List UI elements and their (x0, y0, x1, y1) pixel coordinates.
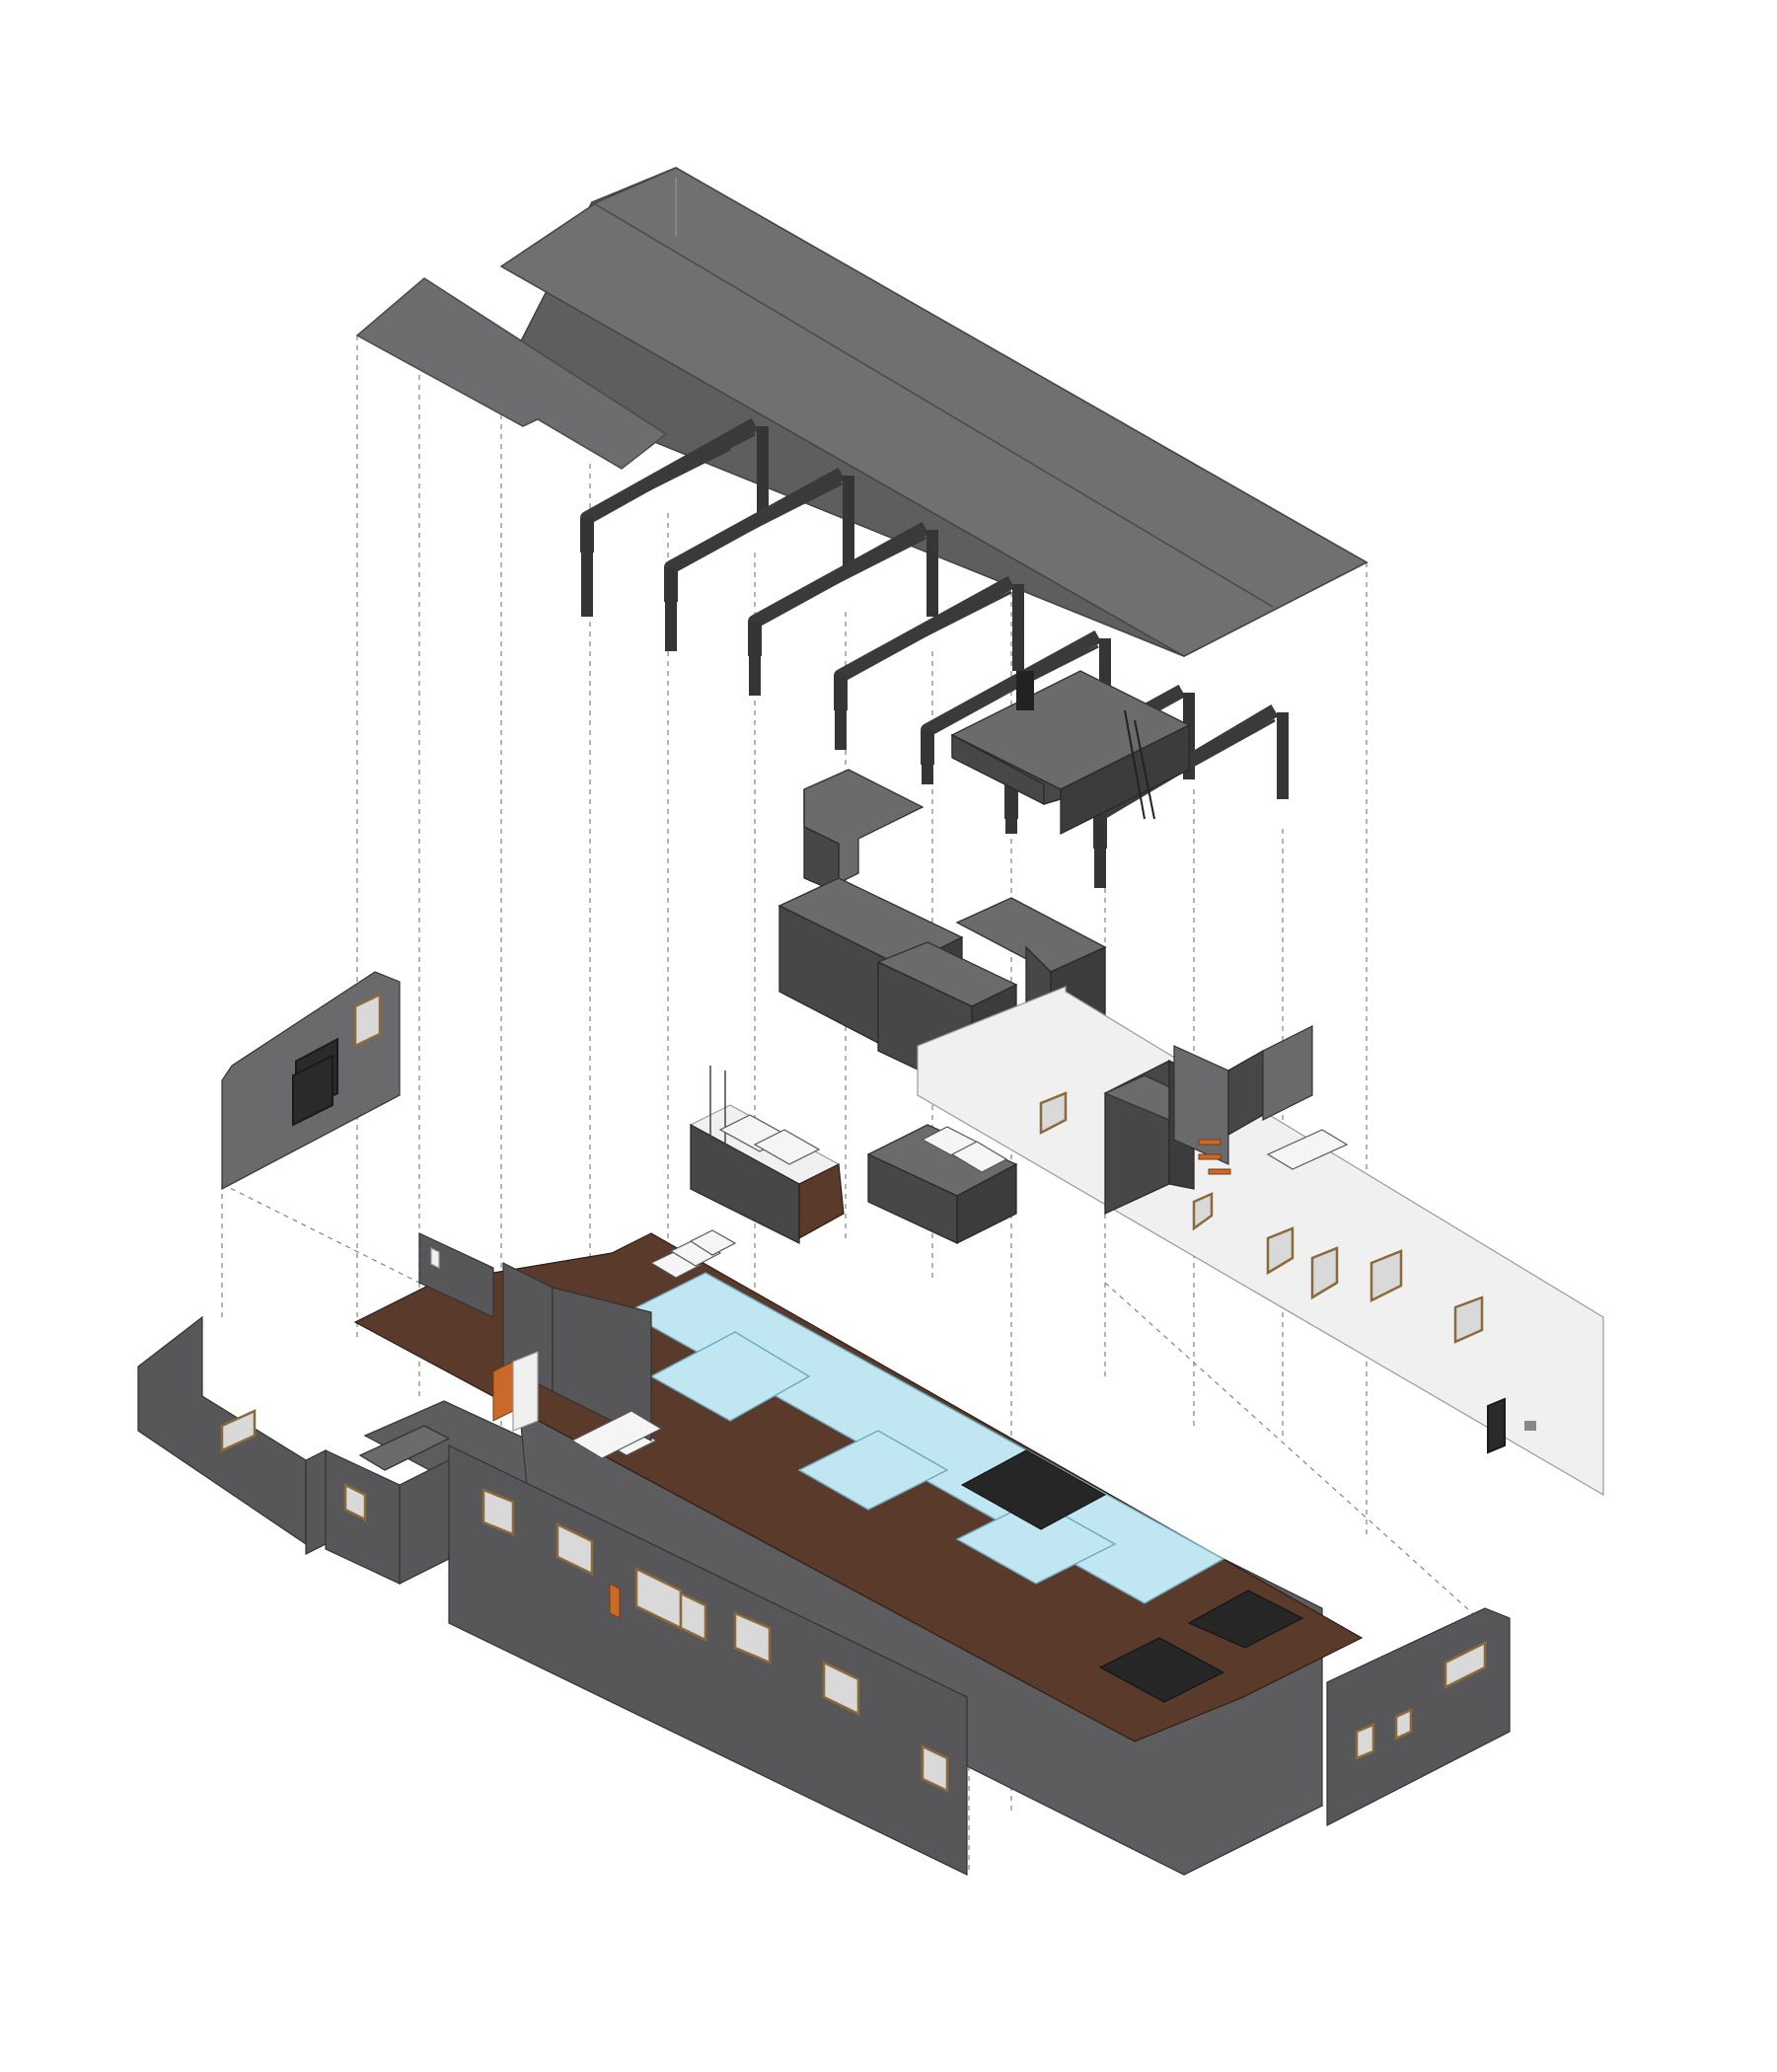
pitched-roof (499, 167, 1369, 657)
long-wall-light (917, 986, 1604, 1497)
perimeter-walls (137, 1315, 968, 1876)
end-wall-left (221, 971, 401, 1190)
truss (664, 467, 854, 651)
partition-panels (1103, 1025, 1349, 1216)
truss (580, 417, 769, 617)
spa-pods (689, 1066, 1018, 1245)
interior-walls (418, 1232, 663, 1459)
roof-slab (355, 277, 668, 470)
end-wall-right (1326, 1607, 1511, 1826)
mezzanine-block (950, 670, 1191, 836)
steel-trusses (580, 417, 1289, 888)
truss (834, 575, 1024, 750)
truss (748, 521, 938, 696)
